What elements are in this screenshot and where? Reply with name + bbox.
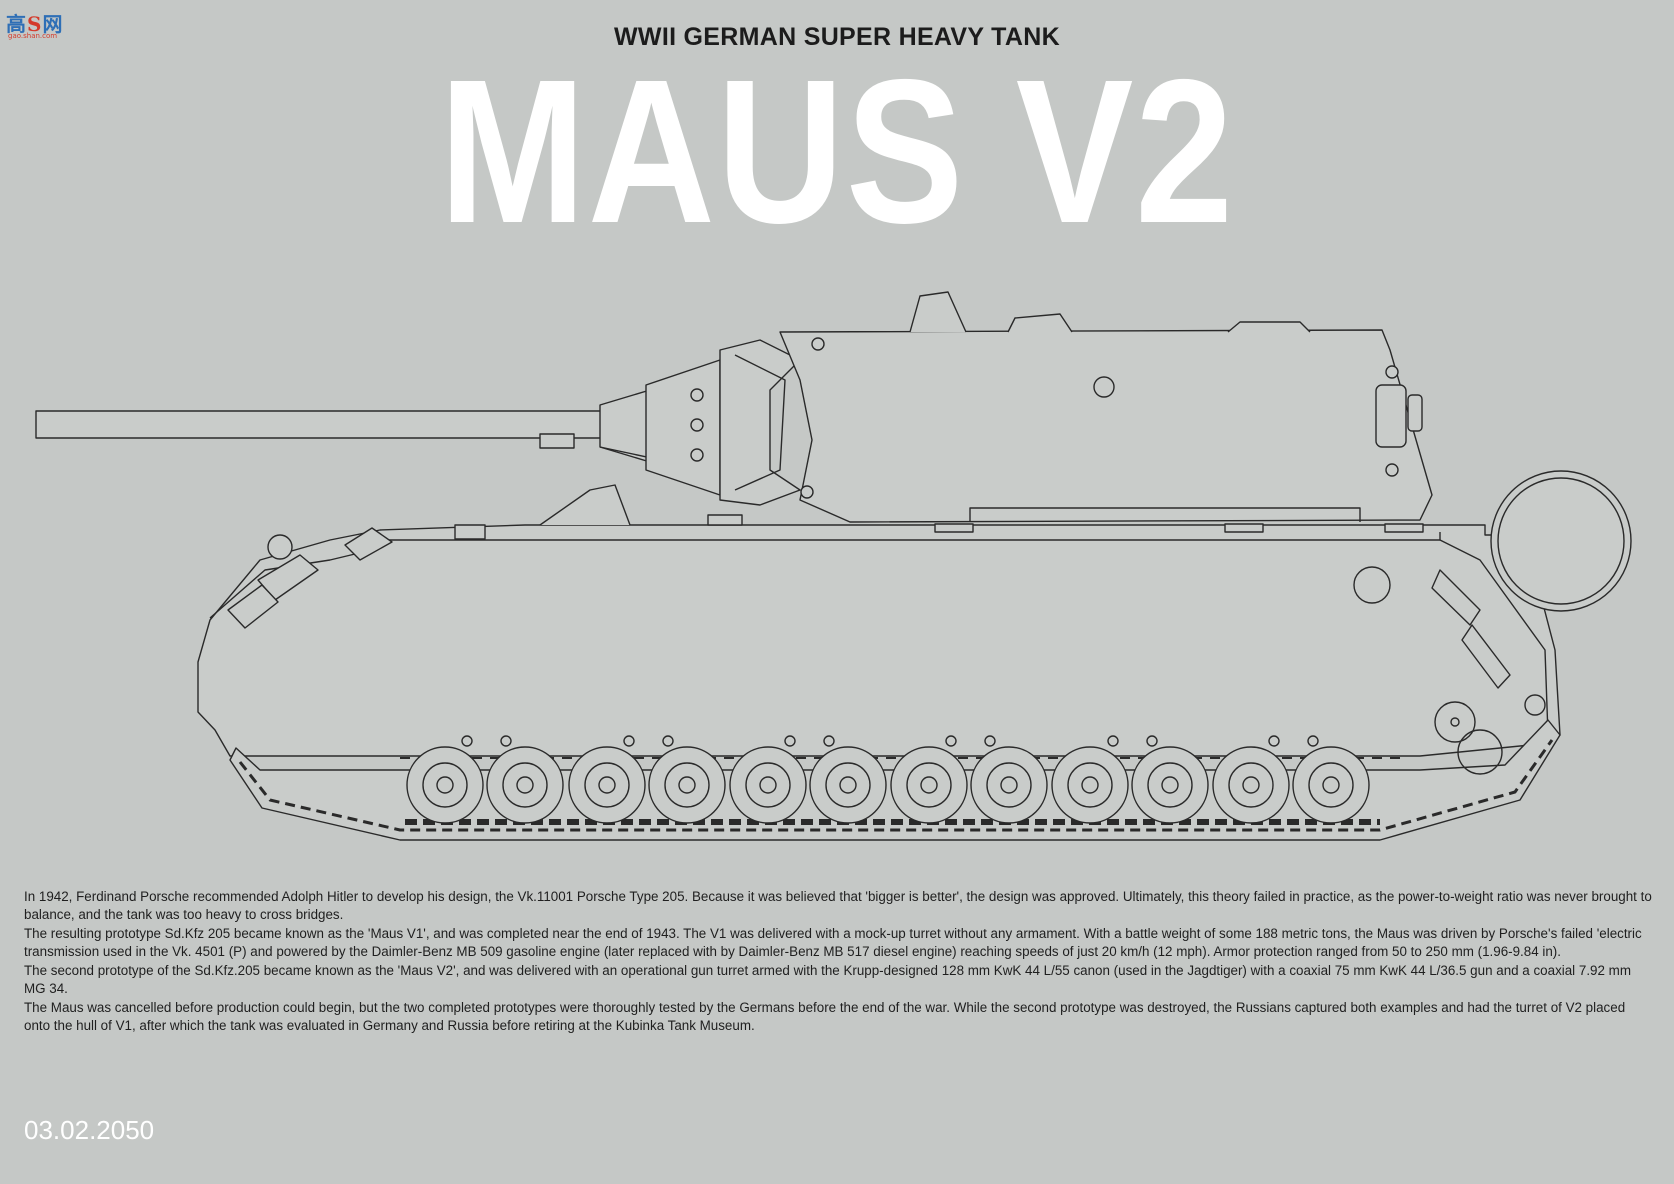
road-wheel (648, 746, 726, 824)
page-subtitle: WWII GERMAN SUPER HEAVY TANK (614, 23, 1060, 51)
road-wheel (970, 746, 1048, 824)
road-wheel (809, 746, 887, 824)
page-title: MAUS V2 (439, 37, 1235, 266)
road-wheel (406, 746, 484, 824)
page-date: 03.02.2050 (24, 1115, 155, 1145)
road-wheel (568, 746, 646, 824)
road-wheel (729, 746, 807, 824)
road-wheel (486, 746, 564, 824)
history-description: In 1942, Ferdinand Porsche recommended A… (24, 888, 1654, 1036)
road-wheel (1051, 746, 1129, 824)
road-wheel (1131, 746, 1209, 824)
watermark-url: gao.shan.com (8, 32, 58, 40)
site-watermark-logo: 高S网 gao.shan.com (6, 8, 68, 40)
return-rollers (461, 735, 1319, 747)
gun-mantlet (645, 339, 801, 506)
description-paragraph: The second prototype of the Sd.Kfz.205 b… (24, 963, 1631, 996)
road-wheel (1292, 746, 1370, 824)
tank-side-profile-drawing (35, 291, 1632, 841)
description-paragraph: In 1942, Ferdinand Porsche recommended A… (24, 889, 1652, 922)
spare-road-wheel (1490, 470, 1632, 612)
watermark-characters: 高S网 (6, 12, 64, 36)
road-wheels (406, 746, 1370, 824)
hull (197, 484, 1561, 757)
description-paragraph: The Maus was cancelled before production… (24, 1000, 1626, 1033)
main-gun (35, 389, 671, 463)
drive-sprocket (1457, 694, 1546, 775)
turret (779, 291, 1433, 523)
road-wheel (1212, 746, 1290, 824)
road-wheel (890, 746, 968, 824)
description-paragraph: The resulting prototype Sd.Kfz 205 becam… (24, 926, 1642, 959)
